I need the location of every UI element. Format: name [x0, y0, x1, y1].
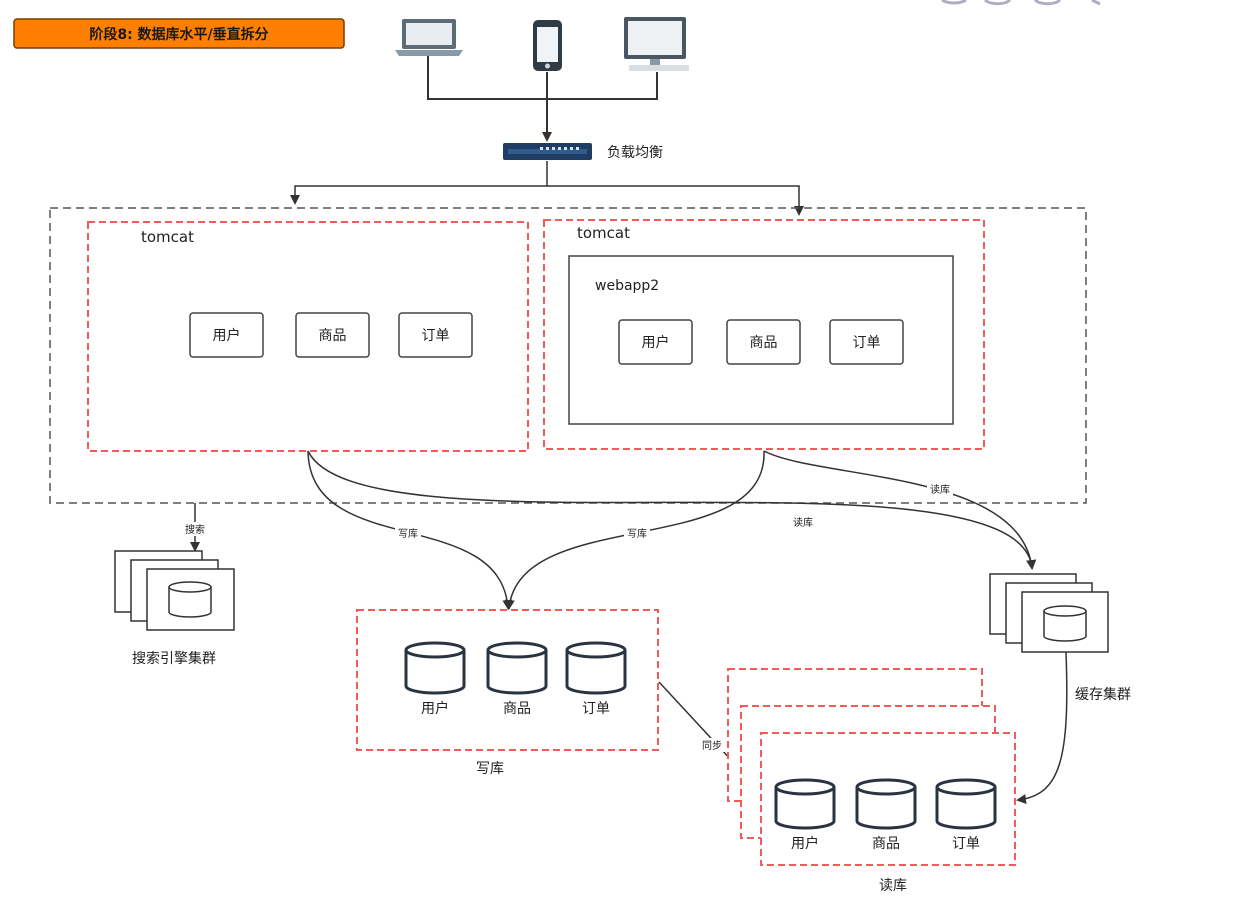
- read-db: 用户 商品 订单: [727, 668, 1016, 866]
- database-icon: [774, 778, 836, 830]
- module-box: [189, 312, 264, 358]
- edge-cache-to-read: [1016, 651, 1068, 805]
- module-box: [398, 312, 473, 358]
- module-label: 用户: [213, 327, 241, 344]
- edge-label-read-left: 读库: [793, 516, 813, 529]
- cache-cluster: [989, 573, 1109, 653]
- edge-label-write-left: 写库: [398, 527, 418, 540]
- module-label: 订单: [853, 335, 881, 351]
- write-db: 用户 商品 订单: [356, 609, 659, 751]
- database-icon: [855, 778, 917, 830]
- module-box: [618, 319, 693, 365]
- stage-title: 阶段8: 数据库水平/垂直拆分: [89, 26, 268, 43]
- db-table-label: 订单: [582, 701, 610, 717]
- tomcat-right-title: tomcat: [577, 224, 630, 242]
- edge-label-search: 搜索: [185, 523, 205, 536]
- client-connections: [427, 56, 658, 142]
- load-balancer-label: 负载均衡: [607, 145, 663, 161]
- db-table-label: 订单: [952, 836, 980, 852]
- laptop-icon: [395, 19, 463, 56]
- phone-icon: [533, 20, 562, 71]
- cache-cluster-label: 缓存集群: [1075, 686, 1131, 703]
- write-db-label: 写库: [476, 761, 504, 777]
- module-box: [829, 319, 904, 365]
- tomcat-right: tomcat webapp2 用户 商品 订单: [543, 219, 985, 450]
- edge-labels: 搜索 写库 写库 读库 读库 同步: [182, 482, 953, 752]
- desktop-monitor-icon: [624, 17, 689, 71]
- module-box: [295, 312, 370, 358]
- webapp-title: webapp2: [595, 278, 659, 294]
- stage-title-banner: 阶段8: 数据库水平/垂直拆分: [13, 18, 345, 49]
- module-label: 商品: [319, 328, 347, 344]
- edge-read-left: [307, 450, 1037, 570]
- module-label: 商品: [750, 335, 778, 351]
- database-icon: [404, 641, 466, 695]
- db-table-label: 用户: [421, 700, 449, 717]
- db-table-label: 商品: [872, 836, 900, 852]
- database-icon: [1043, 605, 1087, 642]
- search-engine-cluster: [114, 550, 235, 631]
- database-icon: [168, 581, 212, 618]
- edge-label-write-right: 写库: [627, 527, 647, 540]
- module-label: 订单: [422, 328, 450, 344]
- db-table-label: 用户: [791, 835, 819, 852]
- load-balancer-icon: [503, 143, 592, 160]
- database-icon: [935, 778, 997, 830]
- load-balancer-distribution: [290, 161, 804, 216]
- database-icon: [486, 641, 548, 695]
- tomcat-left: tomcat 用户 商品 订单: [87, 221, 529, 452]
- search-cluster-label: 搜索引擎集群: [132, 650, 216, 667]
- module-box: [726, 319, 801, 365]
- module-label: 用户: [642, 334, 670, 351]
- edge-read-right: [763, 450, 1036, 570]
- read-db-label: 读库: [879, 877, 907, 894]
- db-table-label: 商品: [503, 701, 531, 717]
- decorative-fragment: [941, 0, 1101, 6]
- database-icon: [565, 641, 627, 695]
- edge-label-read-right: 读库: [930, 483, 950, 496]
- tomcat-left-title: tomcat: [141, 228, 194, 246]
- edge-label-sync: 同步: [702, 740, 722, 752]
